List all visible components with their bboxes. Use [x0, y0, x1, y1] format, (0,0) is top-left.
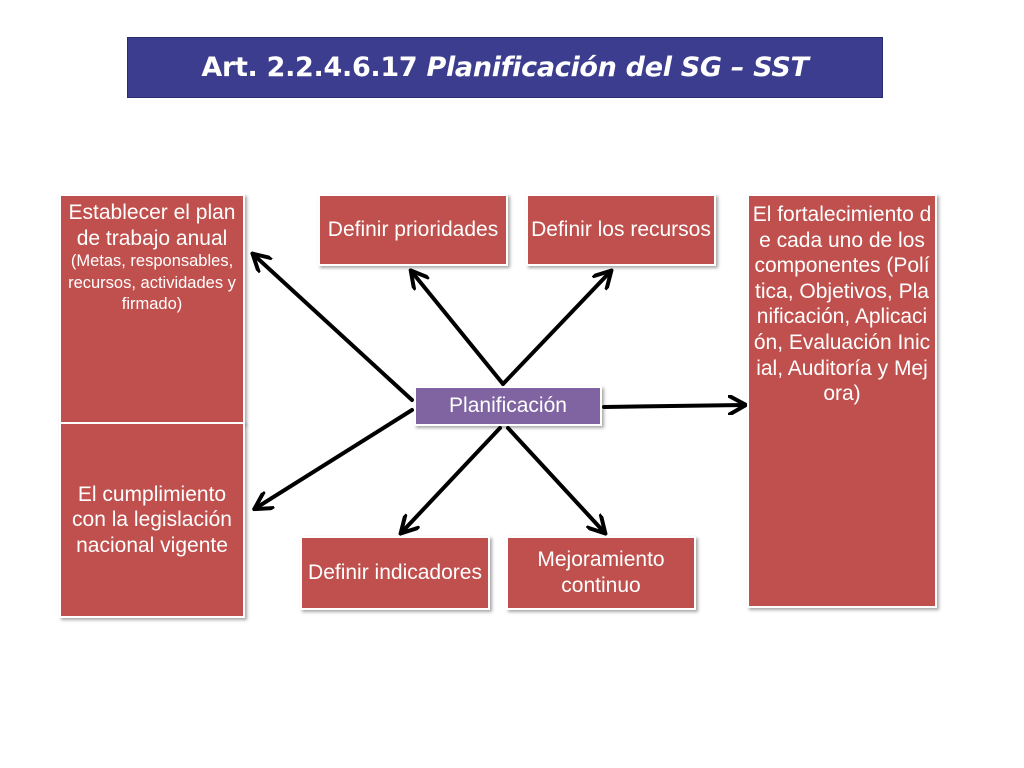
- page-title: Art. 2.2.4.6.17 Planificación del SG – S…: [201, 52, 809, 83]
- node-fortalecimiento: El fortalecimiento de cada uno de los co…: [747, 194, 937, 608]
- node-recursos-main: Definir los recursos: [531, 218, 711, 242]
- arrow-to-recursos: [501, 272, 610, 386]
- node-indicadores: Definir indicadores: [300, 536, 490, 610]
- arrow-to-mejoramiento: [506, 426, 604, 532]
- node-cumplimiento-main: El cumplimiento con la legislación nacio…: [72, 482, 232, 557]
- arrow-to-plan-anual: [254, 255, 414, 402]
- node-mejoramiento-main: Mejoramiento continuo: [537, 548, 665, 597]
- title-banner: Art. 2.2.4.6.17 Planificación del SG – S…: [127, 37, 883, 98]
- node-cumplimiento: El cumplimiento con la legislación nacio…: [59, 422, 245, 618]
- node-indicadores-main: Definir indicadores: [308, 561, 482, 585]
- node-planificacion-hub: Planificación: [414, 386, 602, 426]
- title-article: Art. 2.2.4.6.17: [201, 52, 418, 83]
- title-subject: Planificación del SG – SST: [426, 52, 809, 83]
- node-prioridades: Definir prioridades: [318, 194, 508, 266]
- node-fortalecimiento-main: El fortalecimiento de cada uno de los co…: [752, 203, 932, 406]
- arrow-to-indicadores: [402, 426, 502, 532]
- node-plan-anual-main: Establecer el plan de trabajo anual: [68, 201, 236, 250]
- hub-label: Planificación: [449, 394, 567, 417]
- node-prioridades-main: Definir prioridades: [327, 218, 499, 242]
- node-mejoramiento: Mejoramiento continuo: [506, 536, 696, 610]
- node-plan-anual-detail: (Metas, responsables, recursos, activida…: [68, 252, 236, 314]
- node-recursos: Definir los recursos: [526, 194, 716, 266]
- node-plan-anual: Establecer el plan de trabajo anual (Met…: [59, 194, 245, 424]
- arrow-to-fortalecimiento: [602, 405, 744, 407]
- arrow-to-prioridades: [412, 272, 505, 386]
- arrow-to-cumplimiento: [256, 408, 414, 508]
